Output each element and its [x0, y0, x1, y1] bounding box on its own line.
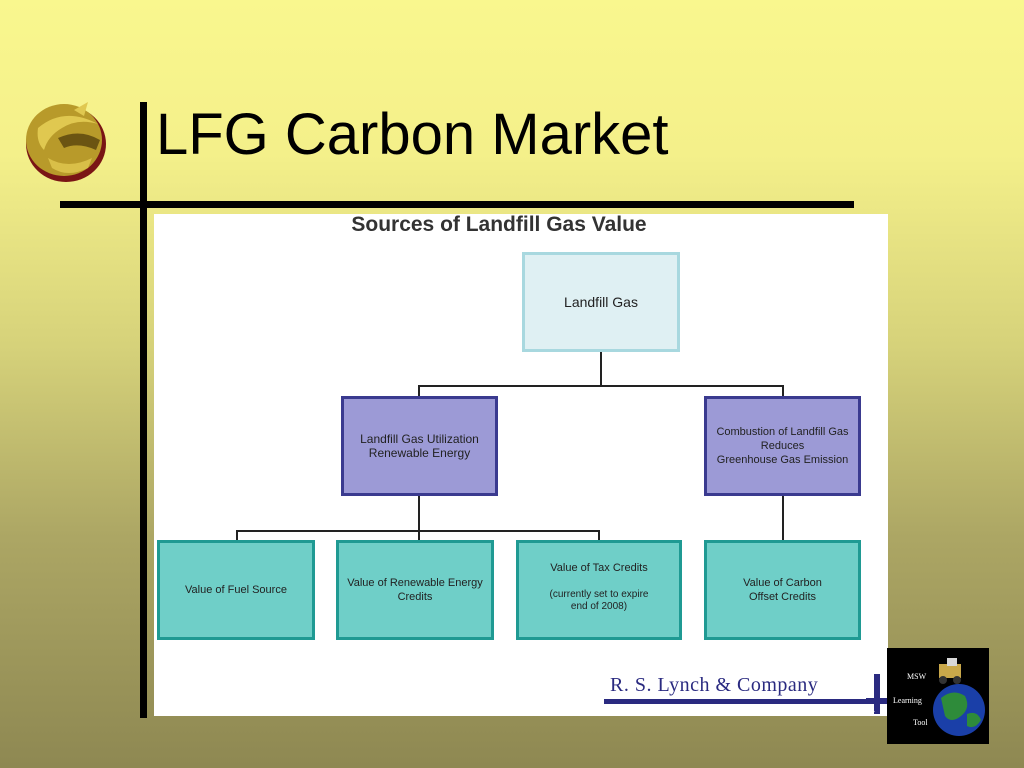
node-carbon-line1: Value of Carbon: [743, 577, 822, 589]
connector-leaf-fuel: [236, 530, 238, 542]
company-name: R. S. Lynch & Company: [610, 674, 819, 696]
company-mark-text: RSL: [866, 709, 875, 714]
connector-left-down: [418, 385, 420, 399]
node-tax-note-line2: end of 2008): [570, 601, 628, 612]
node-fuel-source: Value of Fuel Source: [157, 540, 315, 640]
node-tax-credits: Value of Tax Credits (currently set to e…: [516, 540, 682, 640]
company-cross-mark-icon: RSL: [866, 674, 888, 714]
node-landfill-gas-label: Landfill Gas: [564, 294, 638, 310]
badge-line-1: MSW: [907, 672, 927, 681]
connector-leaf-renewable: [418, 530, 420, 542]
node-landfill-gas: Landfill Gas: [522, 252, 680, 352]
slide-title: LFG Carbon Market: [156, 102, 669, 167]
node-utilization-line1: Landfill Gas Utilization: [360, 432, 479, 446]
node-combustion-line2: Reduces: [760, 440, 805, 452]
vertical-accent-bar: [140, 102, 147, 718]
node-tax-note-line1: (currently set to expire: [549, 589, 649, 600]
node-tax-note: (currently set to expire end of 2008): [550, 589, 649, 613]
node-renewable-line1: Value of Renewable Energy: [347, 577, 483, 589]
node-utilization-renewable: Landfill Gas Utilization Renewable Energ…: [341, 396, 498, 496]
horizontal-accent-bar: [60, 201, 854, 208]
diagram-panel: Sources of Landfill Gas Value Landfill G…: [154, 214, 888, 716]
connector-root-down: [600, 352, 602, 386]
badge-line-3: Tool: [913, 718, 928, 727]
msw-learning-tool-badge[interactable]: MSW Learning Tool: [887, 648, 989, 744]
connector-left-branch-down: [418, 496, 420, 530]
node-combustion-emission: Combustion of Landfill Gas Reduces Green…: [704, 396, 861, 496]
connector-right-branch-down: [782, 496, 784, 542]
node-utilization-line2: Renewable Energy: [368, 446, 471, 460]
node-carbon-offset: Value of Carbon Offset Credits: [704, 540, 861, 640]
connector-right-down: [782, 385, 784, 399]
node-carbon-line2: Offset Credits: [748, 591, 817, 603]
connector-top-horizontal: [418, 385, 784, 387]
node-combustion-line1: Combustion of Landfill Gas: [716, 426, 849, 438]
diagram-title: Sources of Landfill Gas Value: [351, 213, 647, 236]
university-logo-icon: [26, 102, 106, 182]
node-combustion-line3: Greenhouse Gas Emission: [716, 454, 849, 466]
company-underline: [604, 699, 866, 704]
node-tax-line1: Value of Tax Credits: [550, 562, 648, 574]
globe-truck-icon: [933, 658, 985, 736]
connector-leaf-tax: [598, 530, 600, 542]
node-renewable-line2: Credits: [397, 591, 433, 603]
node-fuel-source-label: Value of Fuel Source: [185, 584, 287, 596]
badge-line-2: Learning: [893, 696, 922, 705]
node-renewable-credits: Value of Renewable Energy Credits: [336, 540, 494, 640]
